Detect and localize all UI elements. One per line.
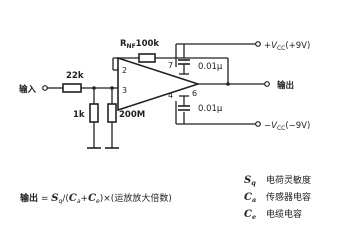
negative-supply: −VCC(−9V) 0.01μ xyxy=(175,95,310,132)
svg-text:Ce: Ce xyxy=(244,209,256,221)
svg-text:电缆电容: 电缆电容 xyxy=(266,208,302,220)
svg-text:Ca: Ca xyxy=(244,192,256,204)
svg-text:Sq: Sq xyxy=(244,175,256,187)
output-label: 输出 xyxy=(277,80,294,91)
input-section: 输入 22k xyxy=(19,71,114,95)
cap-bottom-label: 0.01μ xyxy=(198,104,223,114)
legend-item: Ce 电缆电容 xyxy=(244,208,302,221)
op-amp: 2 3 7 4 6 xyxy=(112,56,201,112)
rnf-label: RNF100k xyxy=(120,39,159,50)
output-formula: 输出 = Sq/(Ca+Ce)×(运放放大倍数) xyxy=(20,192,172,205)
legend-item: Sq 电荷灵敏度 xyxy=(244,174,311,187)
r-1k-label: 1k xyxy=(73,110,85,120)
pin-4-label: 4 xyxy=(168,91,173,100)
svg-text:传感器电容: 传感器电容 xyxy=(266,191,311,203)
r-in-resistor xyxy=(62,83,82,93)
positive-supply: +VCC(+9V) 0.01μ xyxy=(175,41,310,75)
svg-text:电荷灵敏度: 电荷灵敏度 xyxy=(266,174,311,186)
pin-6-label: 6 xyxy=(192,89,197,98)
output-line: 输出 xyxy=(198,80,294,91)
charge-amplifier-circuit: RNF100k 2 3 7 4 6 输出 +VCC(+9V) xyxy=(19,39,311,221)
vcc-neg-label: −VCC(−9V) xyxy=(264,121,310,132)
output-terminal xyxy=(264,81,270,87)
vcc-neg-terminal xyxy=(255,121,261,127)
input-terminal xyxy=(42,85,48,91)
vcc-pos-terminal xyxy=(255,41,261,47)
op-amp-triangle xyxy=(117,56,201,112)
resistor-1k: 1k xyxy=(73,88,101,149)
r-in-label: 22k xyxy=(66,71,84,81)
vcc-pos-label: +VCC(+9V) xyxy=(264,41,310,52)
resistor-200m: 200M xyxy=(105,88,145,149)
pin-2-label: 2 xyxy=(122,66,127,75)
pin-7-label: 7 xyxy=(168,61,173,70)
legend-item: Ca 传感器电容 xyxy=(244,191,311,204)
cap-top-label: 0.01μ xyxy=(198,62,223,72)
r-200m-label: 200M xyxy=(119,110,145,120)
input-label: 输入 xyxy=(19,84,37,95)
legend: Sq 电荷灵敏度 Ca 传感器电容 Ce 电缆电容 xyxy=(244,174,311,221)
pin-3-label: 3 xyxy=(122,86,127,95)
